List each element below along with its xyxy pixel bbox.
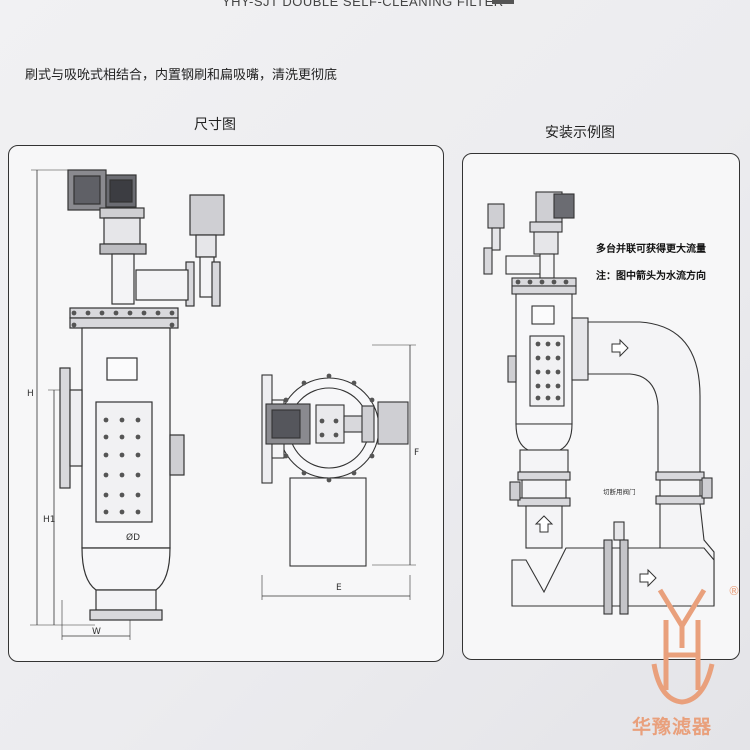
page-header-title: YHY-SJT DOUBLE SELF-CLEANING FILTER [222, 0, 504, 9]
dim-label-h1: H1 [43, 515, 56, 525]
dim-label-d: ØD [126, 532, 140, 543]
install-note-arrows: 注：图中箭头为水流方向 [596, 271, 706, 282]
brand-name: 华豫滤器 [632, 716, 713, 738]
brand-logo-mark [651, 588, 715, 705]
filter-side-elevation [30, 169, 225, 640]
dim-label-e: E [336, 583, 342, 593]
install-note-parallel: 多台并联可获得更大流量 [596, 244, 706, 255]
flow-arrows [534, 338, 657, 588]
dim-label-f: F [414, 448, 419, 458]
installation-example-title: 安装示例图 [545, 125, 615, 141]
installation-diagram [483, 191, 715, 615]
flow-arrow-outlet [611, 338, 629, 358]
dimension-drawing-title: 尺寸图 [194, 117, 236, 133]
header-mark [492, 0, 514, 4]
dim-label-h: H [27, 389, 34, 399]
dim-label-w: W [92, 627, 101, 637]
filter-top-view [261, 344, 416, 600]
flow-arrow-inlet [534, 515, 554, 533]
shut-off-valve-label: 切断用阀门 [603, 487, 636, 496]
flow-arrow-header [639, 568, 657, 588]
product-description: 刷式与吸吮式相结合，内置钢刷和扁吸嘴，清洗更彻底 [25, 68, 338, 83]
registered-mark: ® [728, 584, 740, 598]
